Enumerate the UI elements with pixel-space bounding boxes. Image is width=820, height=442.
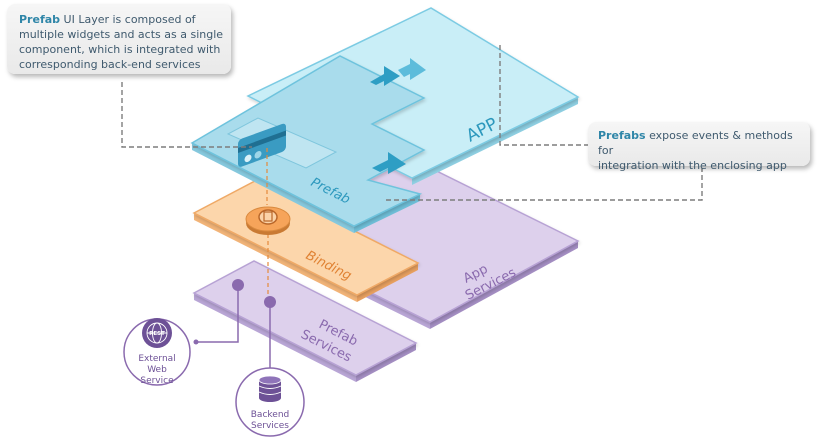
rest-badge-text: REST: [149, 331, 165, 337]
callout-text: UI Layer is composed of: [60, 13, 196, 26]
external-web-service-label-line-1: External: [138, 354, 175, 364]
globe-icon: [146, 322, 168, 344]
external-web-service-label-line-3: Service: [140, 376, 174, 386]
binding-coin-icon: [245, 206, 291, 235]
prefab-layer-callout: Prefab UI Layer is composed of multiple …: [7, 4, 231, 74]
callout-line: multiple widgets and acts as a single: [19, 28, 224, 41]
top-exchange-arrow-icon: [370, 58, 426, 86]
bottom-exchange-arrow-icon: [372, 152, 406, 174]
backend-services-label-line-2: Services: [251, 421, 289, 431]
backend-services-label-line-1: Backend: [251, 410, 289, 420]
binding-layer: [192, 180, 420, 302]
backend-services-node: Backend Services: [235, 367, 305, 437]
callout-line: Prefabs expose events & methods for: [598, 128, 810, 158]
callout-text: expose events & methods for: [598, 129, 793, 157]
external-connection-dot: [232, 279, 244, 291]
callout-line: corresponding back-end services: [19, 58, 201, 71]
callout-highlight: Prefab: [19, 13, 61, 26]
callout-line: Prefab UI Layer is composed of: [19, 12, 231, 27]
prefab-events-callout: Prefabs expose events & methods for inte…: [588, 122, 810, 172]
database-icon: [258, 375, 282, 402]
connector-lines: [121, 45, 703, 368]
callout-line: integration with the enclosing app: [598, 159, 787, 172]
backend-connection-dot: [264, 296, 276, 308]
external-web-service-label-line-2: Web: [147, 365, 167, 375]
callout-highlight: Prefabs: [598, 129, 646, 142]
external-web-service-node: REST External Web Service: [123, 318, 191, 386]
prefab-services-layer: [192, 260, 418, 382]
external-link-dot: [193, 339, 199, 345]
callout-line: component, which is integrated with: [19, 43, 221, 56]
